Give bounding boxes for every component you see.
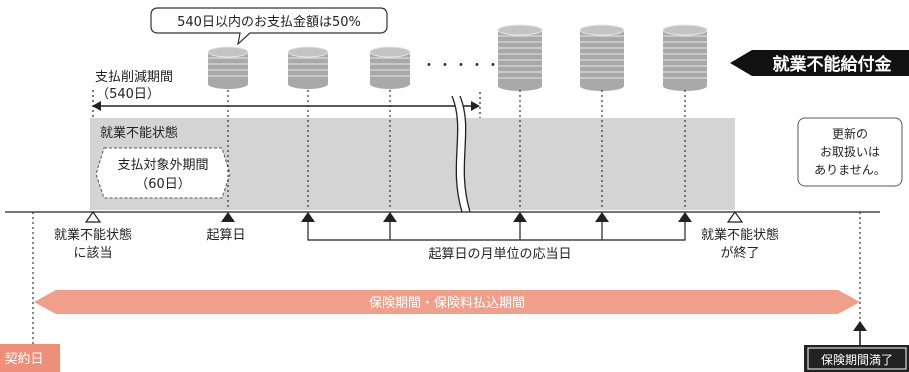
coin-stack-icon — [207, 46, 249, 90]
coin-stack-icon — [369, 46, 411, 90]
benefit-badge-text: 就業不能給付金 — [773, 54, 893, 75]
anniversary-marker — [383, 212, 397, 222]
anniversary-marker — [678, 212, 692, 222]
onset-label-line2: に該当 — [73, 245, 112, 261]
exempt-period-days: （60日） — [135, 177, 191, 192]
maturity-label: 保険期間満了 — [821, 353, 893, 367]
end-label-line1: 就業不能状態 — [701, 227, 779, 243]
coverage-period-label: 保険期間・保険料払込期間 — [369, 296, 525, 311]
anniversary-marker — [595, 212, 609, 222]
no-renewal-line2: お取扱いは — [820, 145, 880, 159]
start-day-label: 起算日 — [206, 228, 245, 243]
maturity-indicator: 保険期間満了 — [804, 321, 909, 372]
payment-callout: 540日以内のお支払金額は50% — [150, 7, 388, 46]
disability-state-label: 就業不能状態 — [100, 125, 178, 141]
no-renewal-line1: 更新の — [832, 126, 868, 141]
exempt-period-box: 支払対象外期間 （60日） — [95, 147, 231, 199]
reduction-period-label: 支払削減期間 — [95, 69, 173, 85]
anniversary-bracket — [307, 222, 686, 241]
coin-stack-tall-icon — [497, 24, 543, 92]
coin-stack-tall-icon — [579, 24, 625, 92]
coverage-period-arrow: 保険期間・保険料払込期間 — [34, 290, 860, 314]
callout-text: 540日以内のお支払金額は50% — [177, 14, 361, 30]
no-renewal-line3: ありません。 — [814, 163, 886, 177]
time-break-mark — [451, 94, 471, 213]
end-label-line2: が終了 — [720, 245, 759, 261]
coin-stack-icon — [287, 46, 329, 90]
start-day-marker — [221, 212, 235, 222]
ellipsis-dots: ・・・・・ — [422, 58, 502, 74]
reduction-period-arrow — [92, 90, 481, 118]
contract-day-tag: 契約日 — [0, 344, 60, 372]
benefit-badge: 就業不能給付金 — [730, 50, 909, 76]
no-renewal-note: 更新の お取扱いは ありません。 — [797, 117, 903, 187]
coin-stack-tall-icon — [662, 24, 708, 92]
anniversary-marker — [301, 212, 315, 222]
exempt-period-label: 支払対象外期間 — [117, 158, 208, 173]
payment-guide-lines — [227, 90, 686, 210]
onset-marker-open — [84, 210, 102, 223]
reduction-period-days: （540日） — [96, 87, 160, 102]
monthly-anniversary-label: 起算日の月単位の応当日 — [428, 246, 571, 262]
anniversary-marker — [513, 212, 527, 222]
end-marker-open — [726, 210, 744, 223]
contract-day-label: 契約日 — [4, 352, 43, 367]
onset-label-line1: 就業不能状態 — [54, 227, 132, 243]
